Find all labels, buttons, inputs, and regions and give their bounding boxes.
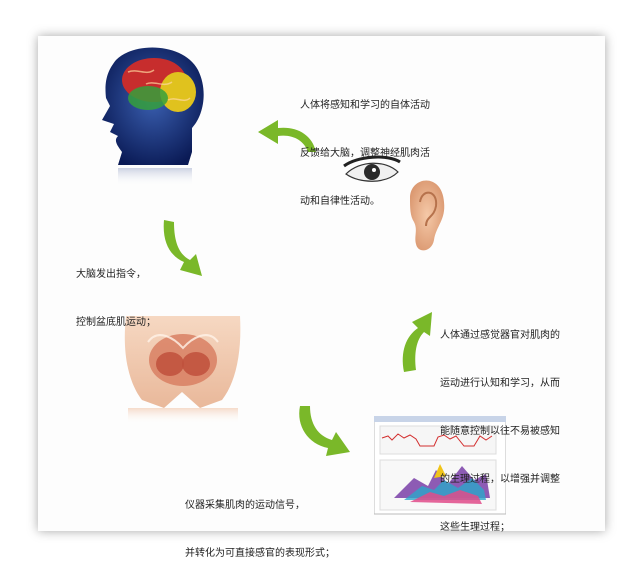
text-line: 仪器采集肌肉的运动信号，: [185, 500, 305, 511]
text-line: 这些生理过程；: [440, 522, 510, 533]
step-text-signal-acquisition: 仪器采集肌肉的运动信号， 并转化为可直接感官的表现形式；: [185, 466, 335, 578]
pelvic-floor-illustration: [124, 316, 241, 424]
step-text-brain-command: 大脑发出指令， 控制盆底肌运动；: [76, 235, 156, 347]
eye-ear-illustration: [343, 155, 445, 251]
brain-head-illustration: [102, 47, 204, 186]
arrow-instrument-to-senses: [402, 312, 432, 372]
text-line: 动和自律性活动。: [300, 196, 380, 207]
text-line: 控制盆底肌运动；: [76, 317, 156, 328]
text-line: 运动进行认知和学习，从而: [440, 378, 560, 389]
text-line: 人体通过感觉器官对肌肉的: [440, 330, 560, 341]
text-line: 并转化为可直接感官的表现形式；: [185, 548, 335, 559]
text-line: 的生理过程，以增强并调整: [440, 474, 560, 485]
text-line: 人体将感知和学习的自体活动: [300, 100, 430, 111]
biofeedback-screen-illustration: [374, 416, 506, 515]
text-line: 大脑发出指令，: [76, 269, 146, 280]
arrow-to-brain: [258, 120, 316, 152]
step-text-feedback-to-brain: 人体将感知和学习的自体活动 反馈给大脑，调整神经肌肉活 动和自律性活动。: [300, 66, 430, 226]
text-line: 反馈给大脑，调整神经肌肉活: [300, 148, 430, 159]
text-line: 能随意控制以往不易被感知: [440, 426, 560, 437]
arrow-pelvis-to-instrument: [299, 406, 350, 456]
arrow-brain-to-pelvis: [163, 220, 202, 276]
step-text-sensory-learning: 人体通过感觉器官对肌肉的 运动进行认知和学习，从而 能随意控制以往不易被感知 的…: [440, 296, 560, 552]
